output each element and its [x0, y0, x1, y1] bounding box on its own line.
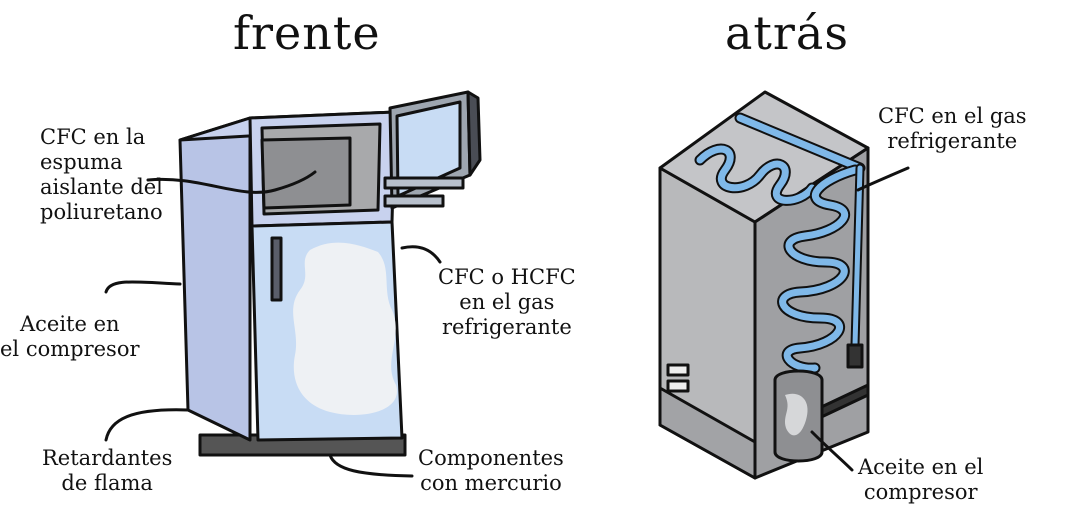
- leader-oil-back: [810, 430, 854, 472]
- leader-refrigerant-back: [856, 166, 910, 192]
- fridge-side-panel: [178, 116, 252, 442]
- back-heading: atrás: [725, 6, 849, 60]
- leader-mercury: [328, 453, 414, 478]
- leader-oil-front: [104, 280, 182, 294]
- label-oil-compressor-front: Aceite en el compresor: [0, 312, 140, 361]
- label-flame-retardants: Retardantes de flama: [42, 446, 173, 495]
- door-stain: [293, 242, 397, 415]
- front-heading: frente: [233, 6, 381, 60]
- label-oil-compressor-back: Aceite en el compresor: [858, 455, 984, 504]
- leader-lines: [104, 166, 910, 478]
- label-cfc-foam: CFC en la espuma aislante del poliuretan…: [40, 125, 163, 224]
- door-handle: [270, 236, 283, 302]
- back-fridge-illustration: [658, 90, 870, 480]
- front-fridge-illustration: [178, 90, 482, 457]
- label-cfc-hcfc-refrigerant: CFC o HCFC en el gas refrigerante: [438, 265, 576, 339]
- leader-refrigerant-front: [400, 245, 442, 264]
- label-cfc-refrigerant-back: CFC en el gas refrigerante: [878, 104, 1027, 153]
- label-mercury-components: Componentes con mercurio: [418, 446, 564, 495]
- leader-foam: [146, 170, 317, 194]
- leader-flame: [104, 408, 190, 442]
